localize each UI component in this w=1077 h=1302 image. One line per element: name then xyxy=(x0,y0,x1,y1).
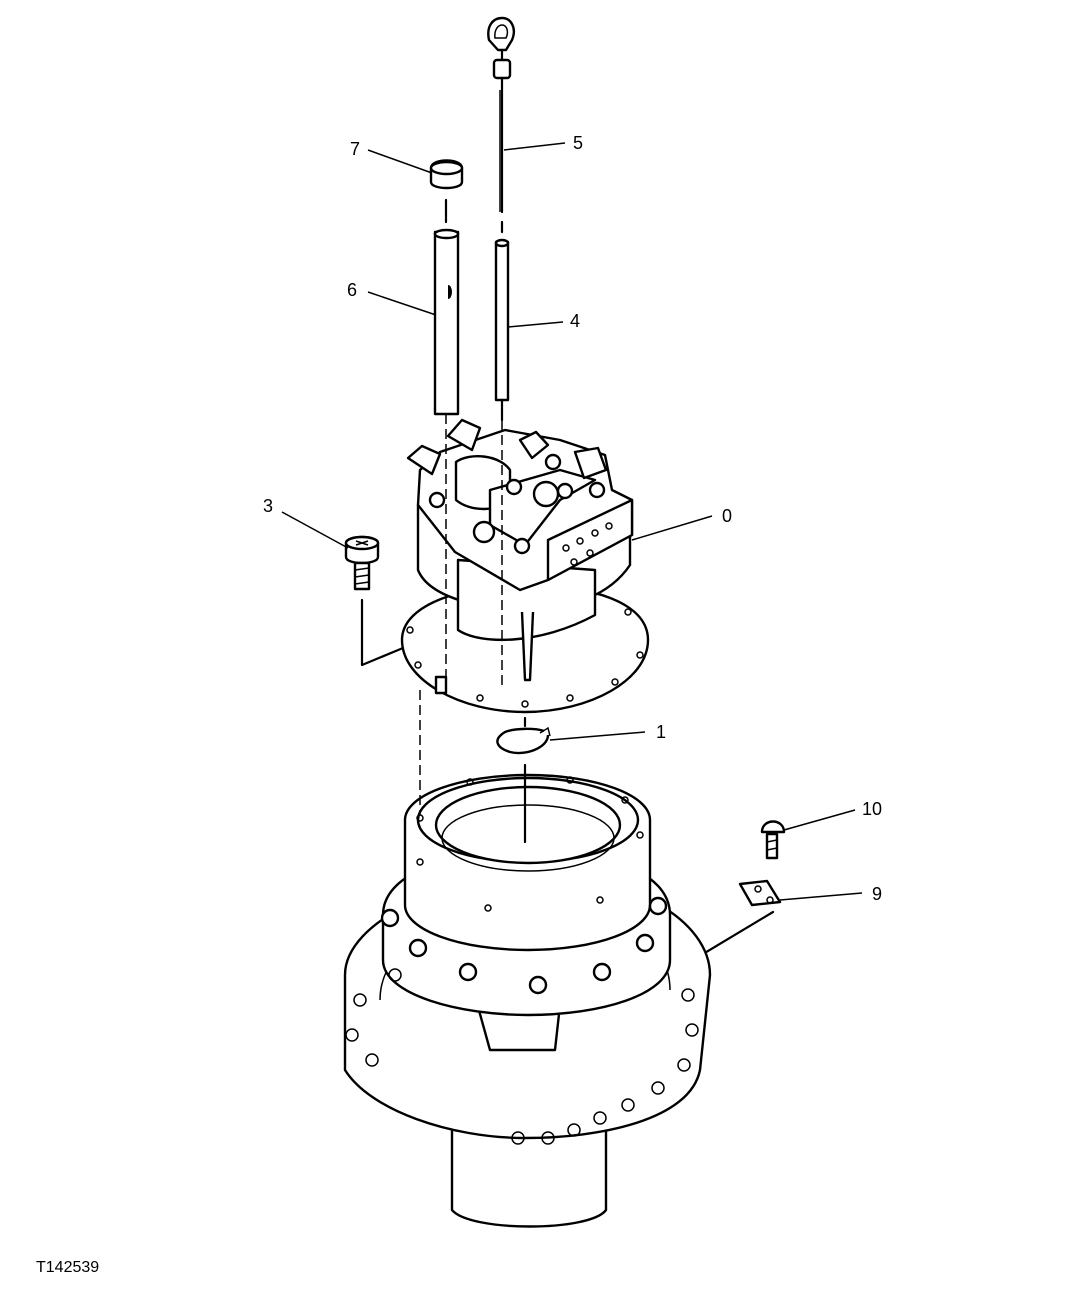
callout-6: 6 xyxy=(347,280,357,300)
gear-housing-part xyxy=(343,763,712,1228)
leader-lines xyxy=(281,142,863,901)
cap-part xyxy=(429,159,464,224)
swing-motor-part xyxy=(400,418,650,714)
guide-tube-part xyxy=(494,220,510,422)
callout-4: 4 xyxy=(570,311,580,331)
callout-7: 7 xyxy=(350,139,360,159)
figure-id: T142539 xyxy=(36,1259,99,1276)
callout-5: 5 xyxy=(573,133,583,153)
callout-1: 1 xyxy=(656,722,666,742)
dipstick-part xyxy=(487,16,516,214)
callouts: 0 1 3 4 5 6 7 9 10 xyxy=(263,133,882,904)
cap-screw-part xyxy=(344,535,405,667)
callout-9: 9 xyxy=(872,884,882,904)
screw-part xyxy=(760,820,786,860)
callout-0: 0 xyxy=(722,506,732,526)
callout-10: 10 xyxy=(862,799,882,819)
callout-3: 3 xyxy=(263,496,273,516)
alignment-lines xyxy=(419,414,503,815)
filler-tube-part xyxy=(433,228,460,416)
snap-ring-part xyxy=(496,716,551,755)
